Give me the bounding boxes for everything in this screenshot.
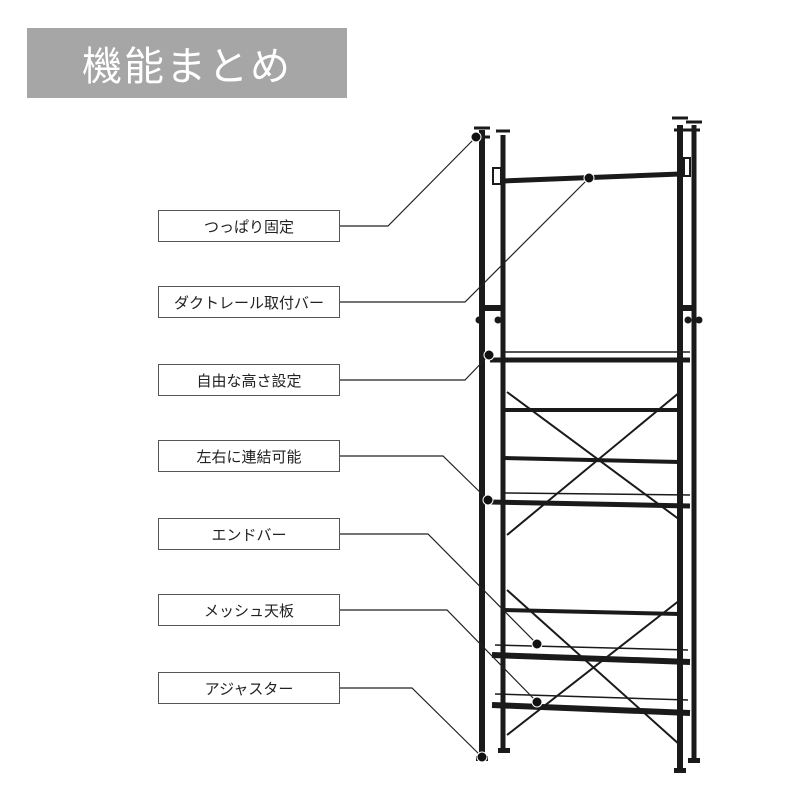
feature-label-text: つっぱり固定 — [203, 217, 294, 236]
feature-label-adjuster: アジャスター — [158, 672, 340, 704]
rack — [474, 116, 703, 773]
tension-cap-icon — [474, 116, 702, 139]
page-title: 機能まとめ — [82, 44, 292, 90]
callout-dot-icon — [531, 638, 543, 650]
callout-dot-icon — [483, 349, 495, 361]
feature-label-text: アジャスター — [204, 679, 294, 698]
leader-line-tension-fix — [340, 136, 477, 227]
feature-label-mesh-shelf: メッシュ天板 — [158, 594, 340, 626]
title-banner: 機能まとめ — [27, 28, 347, 98]
feature-label-text: メッシュ天板 — [203, 601, 294, 620]
leader-line-height-adjust — [340, 354, 490, 381]
feature-label-height-adjust: 自由な高さ設定 — [158, 364, 340, 396]
leader-line-mesh-shelf — [340, 609, 538, 703]
leader-line-end-bar — [340, 533, 538, 645]
feature-label-text: 自由な高さ設定 — [196, 371, 302, 390]
callout-dot-icon — [482, 494, 494, 506]
feature-label-connectable: 左右に連結可能 — [158, 440, 340, 472]
feature-label-end-bar: エンドバー — [158, 518, 340, 550]
feature-label-text: エンドバー — [211, 525, 287, 544]
callout-dots — [470, 131, 595, 763]
leader-lines — [340, 136, 590, 758]
feature-label-text: ダクトレール取付バー — [173, 293, 324, 312]
callout-dot-icon — [583, 172, 595, 184]
feature-label-tension-fix: つっぱり固定 — [158, 210, 340, 242]
leader-line-connectable — [340, 455, 489, 501]
callout-dot-icon — [470, 131, 482, 143]
callout-dot-icon — [531, 696, 543, 708]
leader-line-duct-rail-bar — [340, 177, 590, 303]
feature-label-duct-rail-bar: ダクトレール取付バー — [158, 286, 340, 318]
feature-label-text: 左右に連結可能 — [196, 447, 302, 466]
callout-dot-icon — [476, 751, 488, 763]
leader-line-adjuster — [340, 687, 483, 758]
